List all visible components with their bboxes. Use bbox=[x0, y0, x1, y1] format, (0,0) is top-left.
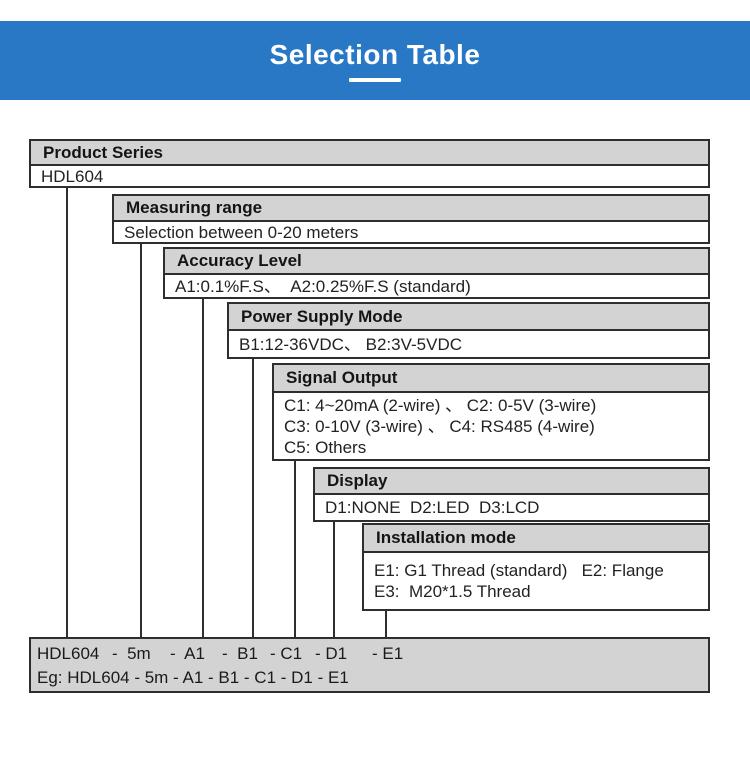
model-code-example: Eg: HDL604 - 5m - A1 - B1 - C1 - D1 - E1 bbox=[37, 668, 349, 687]
connector-line bbox=[66, 188, 68, 637]
group-title: Measuring range bbox=[114, 196, 708, 222]
model-code-part: - B1 bbox=[222, 644, 258, 663]
group-title: Display bbox=[315, 469, 708, 495]
model-code-part: - C1 bbox=[270, 644, 303, 663]
group-options: Selection between 0-20 meters bbox=[114, 222, 708, 243]
page-title: Selection Table bbox=[269, 39, 481, 70]
model-code-summary: HDL604 - 5m - A1 - B1 - C1 - D1 - E1 Eg: HDL60… bbox=[29, 637, 710, 693]
connector-line bbox=[385, 611, 387, 637]
group-option: E3: M20*1.5 Thread bbox=[374, 582, 531, 601]
model-code-part: - 5m bbox=[112, 644, 151, 663]
connector-line bbox=[252, 359, 254, 637]
group-option: A1:0.1%F.S、 A2:0.25%F.S (standard) bbox=[175, 276, 471, 296]
group-title: Accuracy Level bbox=[165, 249, 708, 275]
group-option: E1: G1 Thread (standard) E2: Flange bbox=[374, 561, 664, 580]
group-options: C1: 4~20mA (2-wire) 、 C2: 0-5V (3-wire)C… bbox=[274, 393, 708, 459]
model-code-part: - A1 bbox=[170, 644, 205, 663]
group-option: C5: Others bbox=[284, 437, 367, 457]
group-title: Signal Output bbox=[274, 365, 708, 393]
group-option: C3: 0-10V (3-wire) 、 C4: RS485 (4-wire) bbox=[284, 416, 595, 436]
connector-line bbox=[333, 522, 335, 637]
model-code-part: HDL604 bbox=[37, 644, 100, 663]
model-code-part: - E1 bbox=[372, 644, 404, 663]
group-option: D1:NONE D2:LED D3:LCD bbox=[325, 498, 540, 517]
group-title: Power Supply Mode bbox=[229, 304, 708, 331]
group-option: HDL604 bbox=[41, 167, 104, 186]
group-title: Product Series bbox=[31, 141, 708, 166]
group-options: HDL604 bbox=[31, 166, 708, 187]
group-title: Installation mode bbox=[364, 525, 708, 553]
group-options: B1:12-36VDC、 B2:3V-5VDC bbox=[229, 331, 708, 357]
group-option: Selection between 0-20 meters bbox=[124, 223, 359, 242]
connector-line bbox=[294, 461, 296, 637]
banner: Selection Table bbox=[0, 21, 750, 100]
group-option: C1: 4~20mA (2-wire) 、 C2: 0-5V (3-wire) bbox=[284, 395, 597, 415]
model-code-part: - D1 bbox=[315, 644, 348, 663]
group-options: A1:0.1%F.S、 A2:0.25%F.S (standard) bbox=[165, 275, 708, 297]
connector-line bbox=[140, 244, 142, 637]
connector-line bbox=[202, 299, 204, 637]
group-option: B1:12-36VDC、 B2:3V-5VDC bbox=[239, 334, 462, 354]
group-options: D1:NONE D2:LED D3:LCD bbox=[315, 495, 708, 520]
title-underline-bar bbox=[349, 78, 401, 82]
